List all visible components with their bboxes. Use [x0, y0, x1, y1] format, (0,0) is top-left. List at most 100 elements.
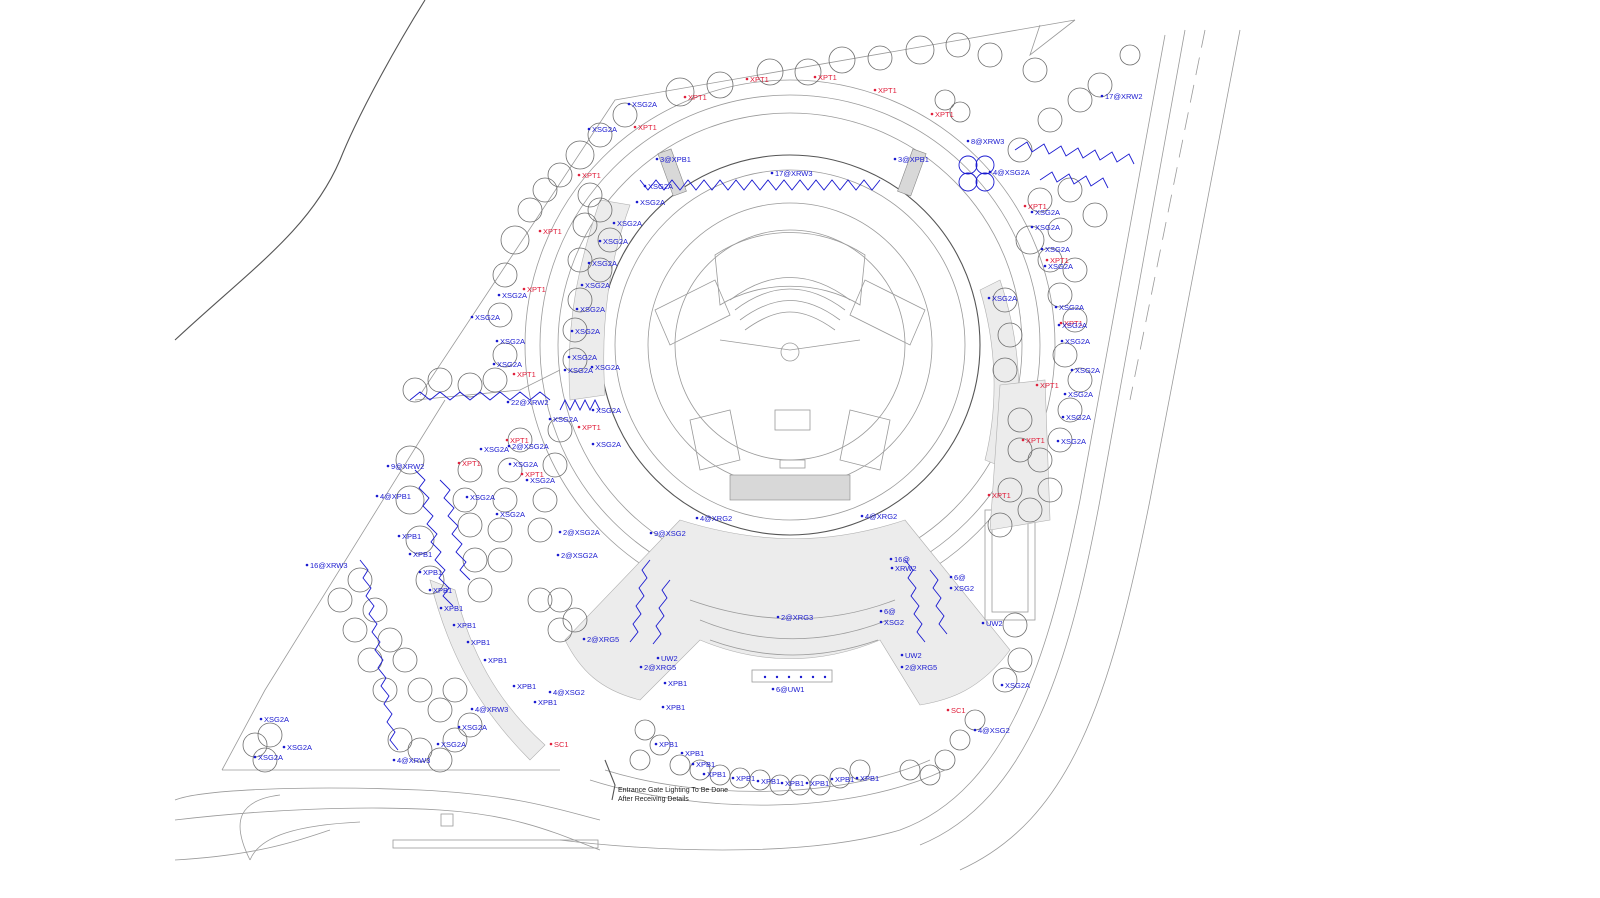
tree-canopy [532, 487, 558, 513]
tree-canopy [567, 287, 593, 313]
fixture-dot [522, 287, 526, 291]
fixture-dot [949, 575, 953, 579]
tree-canopy [729, 767, 751, 789]
fixture-dot [770, 171, 774, 175]
fixture-dot [580, 283, 584, 287]
fixture-label: XPB1 [659, 740, 678, 749]
tree-canopy [377, 627, 403, 653]
tree-canopy [977, 42, 1003, 68]
fixture-label: 3@XPB1 [898, 155, 929, 164]
fixture-dot [457, 725, 461, 729]
fixture-label: 17@XRW2 [1105, 92, 1143, 101]
fixture-dot [470, 315, 474, 319]
fixture-label: 2@XRG3 [781, 613, 813, 622]
fixture-dot [813, 75, 817, 79]
tree-canopy [427, 367, 453, 393]
fixture-dot [582, 637, 586, 641]
tree-canopy [1067, 367, 1093, 393]
fixture-dot [1000, 683, 1004, 687]
tree-canopy [794, 58, 822, 86]
fixture-dot [512, 684, 516, 688]
fixture-label: XPB1 [433, 586, 452, 595]
tree-canopy [1062, 257, 1088, 283]
fixture-dot [397, 534, 401, 538]
tree-canopy [457, 372, 483, 398]
xrw3-cluster [958, 155, 978, 175]
tree-canopy [992, 287, 1018, 313]
fixture-dot [507, 444, 511, 448]
fixture-label: XPB1 [696, 760, 715, 769]
fixture-label: 2@XRG5 [644, 663, 676, 672]
note-line-1: Entrance Gate Lighting To Be Done [618, 787, 728, 794]
fixture-dot [654, 742, 658, 746]
tree-canopy [567, 247, 593, 273]
fixture-label: 4@XRW3 [397, 756, 430, 765]
fixture-label: 4@XSG2A [993, 168, 1030, 177]
fixture-label: XPB1 [761, 777, 780, 786]
tree-canopy [457, 712, 483, 738]
fixture-dot [889, 557, 893, 561]
tree-canopy [709, 764, 731, 786]
fixture-dot [466, 640, 470, 644]
fixture-dot [649, 531, 653, 535]
fixture-dot [457, 461, 461, 465]
fixture-label: 6@UW1 [776, 685, 804, 694]
tree-canopy [452, 487, 478, 513]
uw1-fixture [799, 675, 803, 679]
fixture-dot [1045, 258, 1049, 262]
fixture-dot [305, 563, 309, 567]
fixture-label: XPT1 [527, 285, 546, 294]
fixture-label: XPB1 [444, 604, 463, 613]
fixture-dot [495, 339, 499, 343]
fixture-dot [973, 728, 977, 732]
fixture-label: 2@XSG2A [563, 528, 600, 537]
fixture-label: 22@XRW2 [511, 398, 549, 407]
tree-canopy [1017, 497, 1043, 523]
fixture-dot [731, 776, 735, 780]
fixture-label: XSG2A [596, 406, 621, 415]
tree-canopy [527, 587, 553, 613]
tree-canopy [497, 457, 523, 483]
fixture-label: XPB1 [668, 679, 687, 688]
fixture-label: XSG2A [632, 100, 657, 109]
fixture-label: 8@XRW3 [971, 137, 1004, 146]
tree-canopy [587, 122, 613, 148]
tree-canopy [997, 477, 1023, 503]
fixture-dot [966, 139, 970, 143]
tree-canopy [945, 32, 971, 58]
tree-canopy [1047, 217, 1073, 243]
fixture-label: 4@XPB1 [380, 492, 411, 501]
fixture-dot [590, 365, 594, 369]
fixture-label: XRW2 [895, 564, 917, 573]
fixture-label: XSG2A [553, 415, 578, 424]
fixture-label: UW2 [905, 651, 922, 660]
fixture-label: XPT1 [582, 423, 601, 432]
tree-canopy [517, 197, 543, 223]
tree-canopy [949, 101, 971, 123]
fixture-dot [1030, 210, 1034, 214]
fixture-label: XPT1 [1050, 256, 1069, 265]
fixture-label: XSG2A [500, 337, 525, 346]
fixture-dot [533, 700, 537, 704]
tree-canopy [405, 525, 435, 555]
tree-canopy [597, 227, 623, 253]
fixture-label: 4@XRW3 [475, 705, 508, 714]
fixture-label: XSG2A [1065, 337, 1090, 346]
fixture-dot [508, 462, 512, 466]
fixture-label: UW2 [986, 619, 1003, 628]
fixture-dot [598, 239, 602, 243]
tree-canopy [257, 722, 283, 748]
tree-canopy [997, 322, 1023, 348]
fixture-label: XSG2A [575, 327, 600, 336]
fixture-label: XSG2A [592, 125, 617, 134]
fixture-dot [643, 184, 647, 188]
tree-canopies [242, 32, 1141, 796]
fixture-label: XPT1 [1064, 319, 1083, 328]
tree-canopy [347, 567, 373, 593]
tree-canopy [462, 547, 488, 573]
fixture-dot [655, 157, 659, 161]
fixture-dot [680, 751, 684, 755]
fixture-dot [408, 552, 412, 556]
fixture-dot [577, 173, 581, 177]
fixture-dot [879, 620, 883, 624]
